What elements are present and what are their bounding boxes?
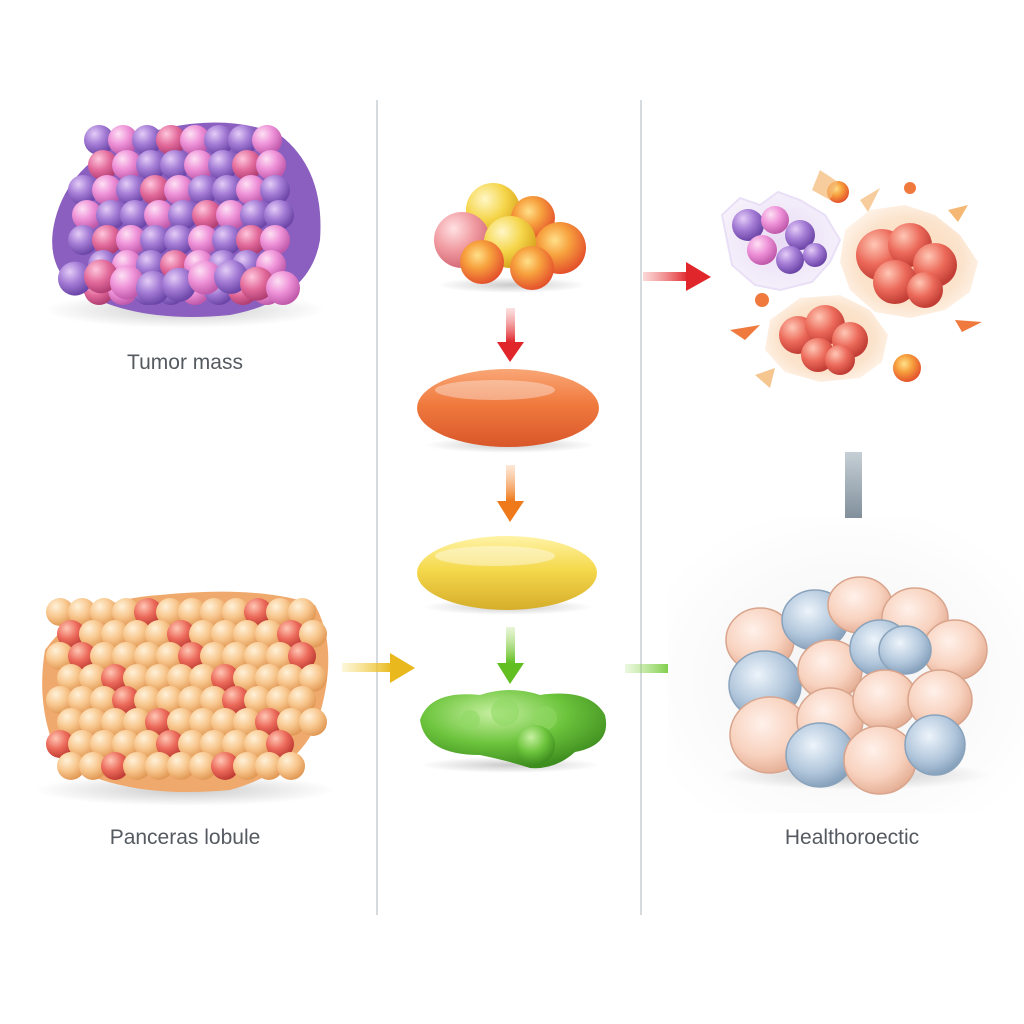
pancreas-lobule-icon [35, 591, 335, 806]
cell-cluster-icon [434, 183, 587, 293]
healthy-label: Healthoroectic [784, 826, 920, 849]
yellow-cell-icon [417, 536, 597, 615]
arrow-orange-down [497, 465, 524, 522]
orange-cell-icon [417, 369, 599, 453]
arrow-green-down [497, 627, 524, 684]
cell-burst-icon [720, 170, 982, 388]
green-cell-icon [420, 690, 607, 773]
tumor-mass-icon [45, 122, 325, 328]
arrow-yellow-right [342, 653, 415, 683]
arrow-red-right [643, 262, 711, 291]
tumor-mass-label: Tumor mass [127, 351, 243, 374]
healthy-tissue-icon [668, 518, 1024, 813]
pancreas-lobule-label: Panceras lobule [109, 826, 261, 849]
arrow-red-down [497, 308, 524, 362]
